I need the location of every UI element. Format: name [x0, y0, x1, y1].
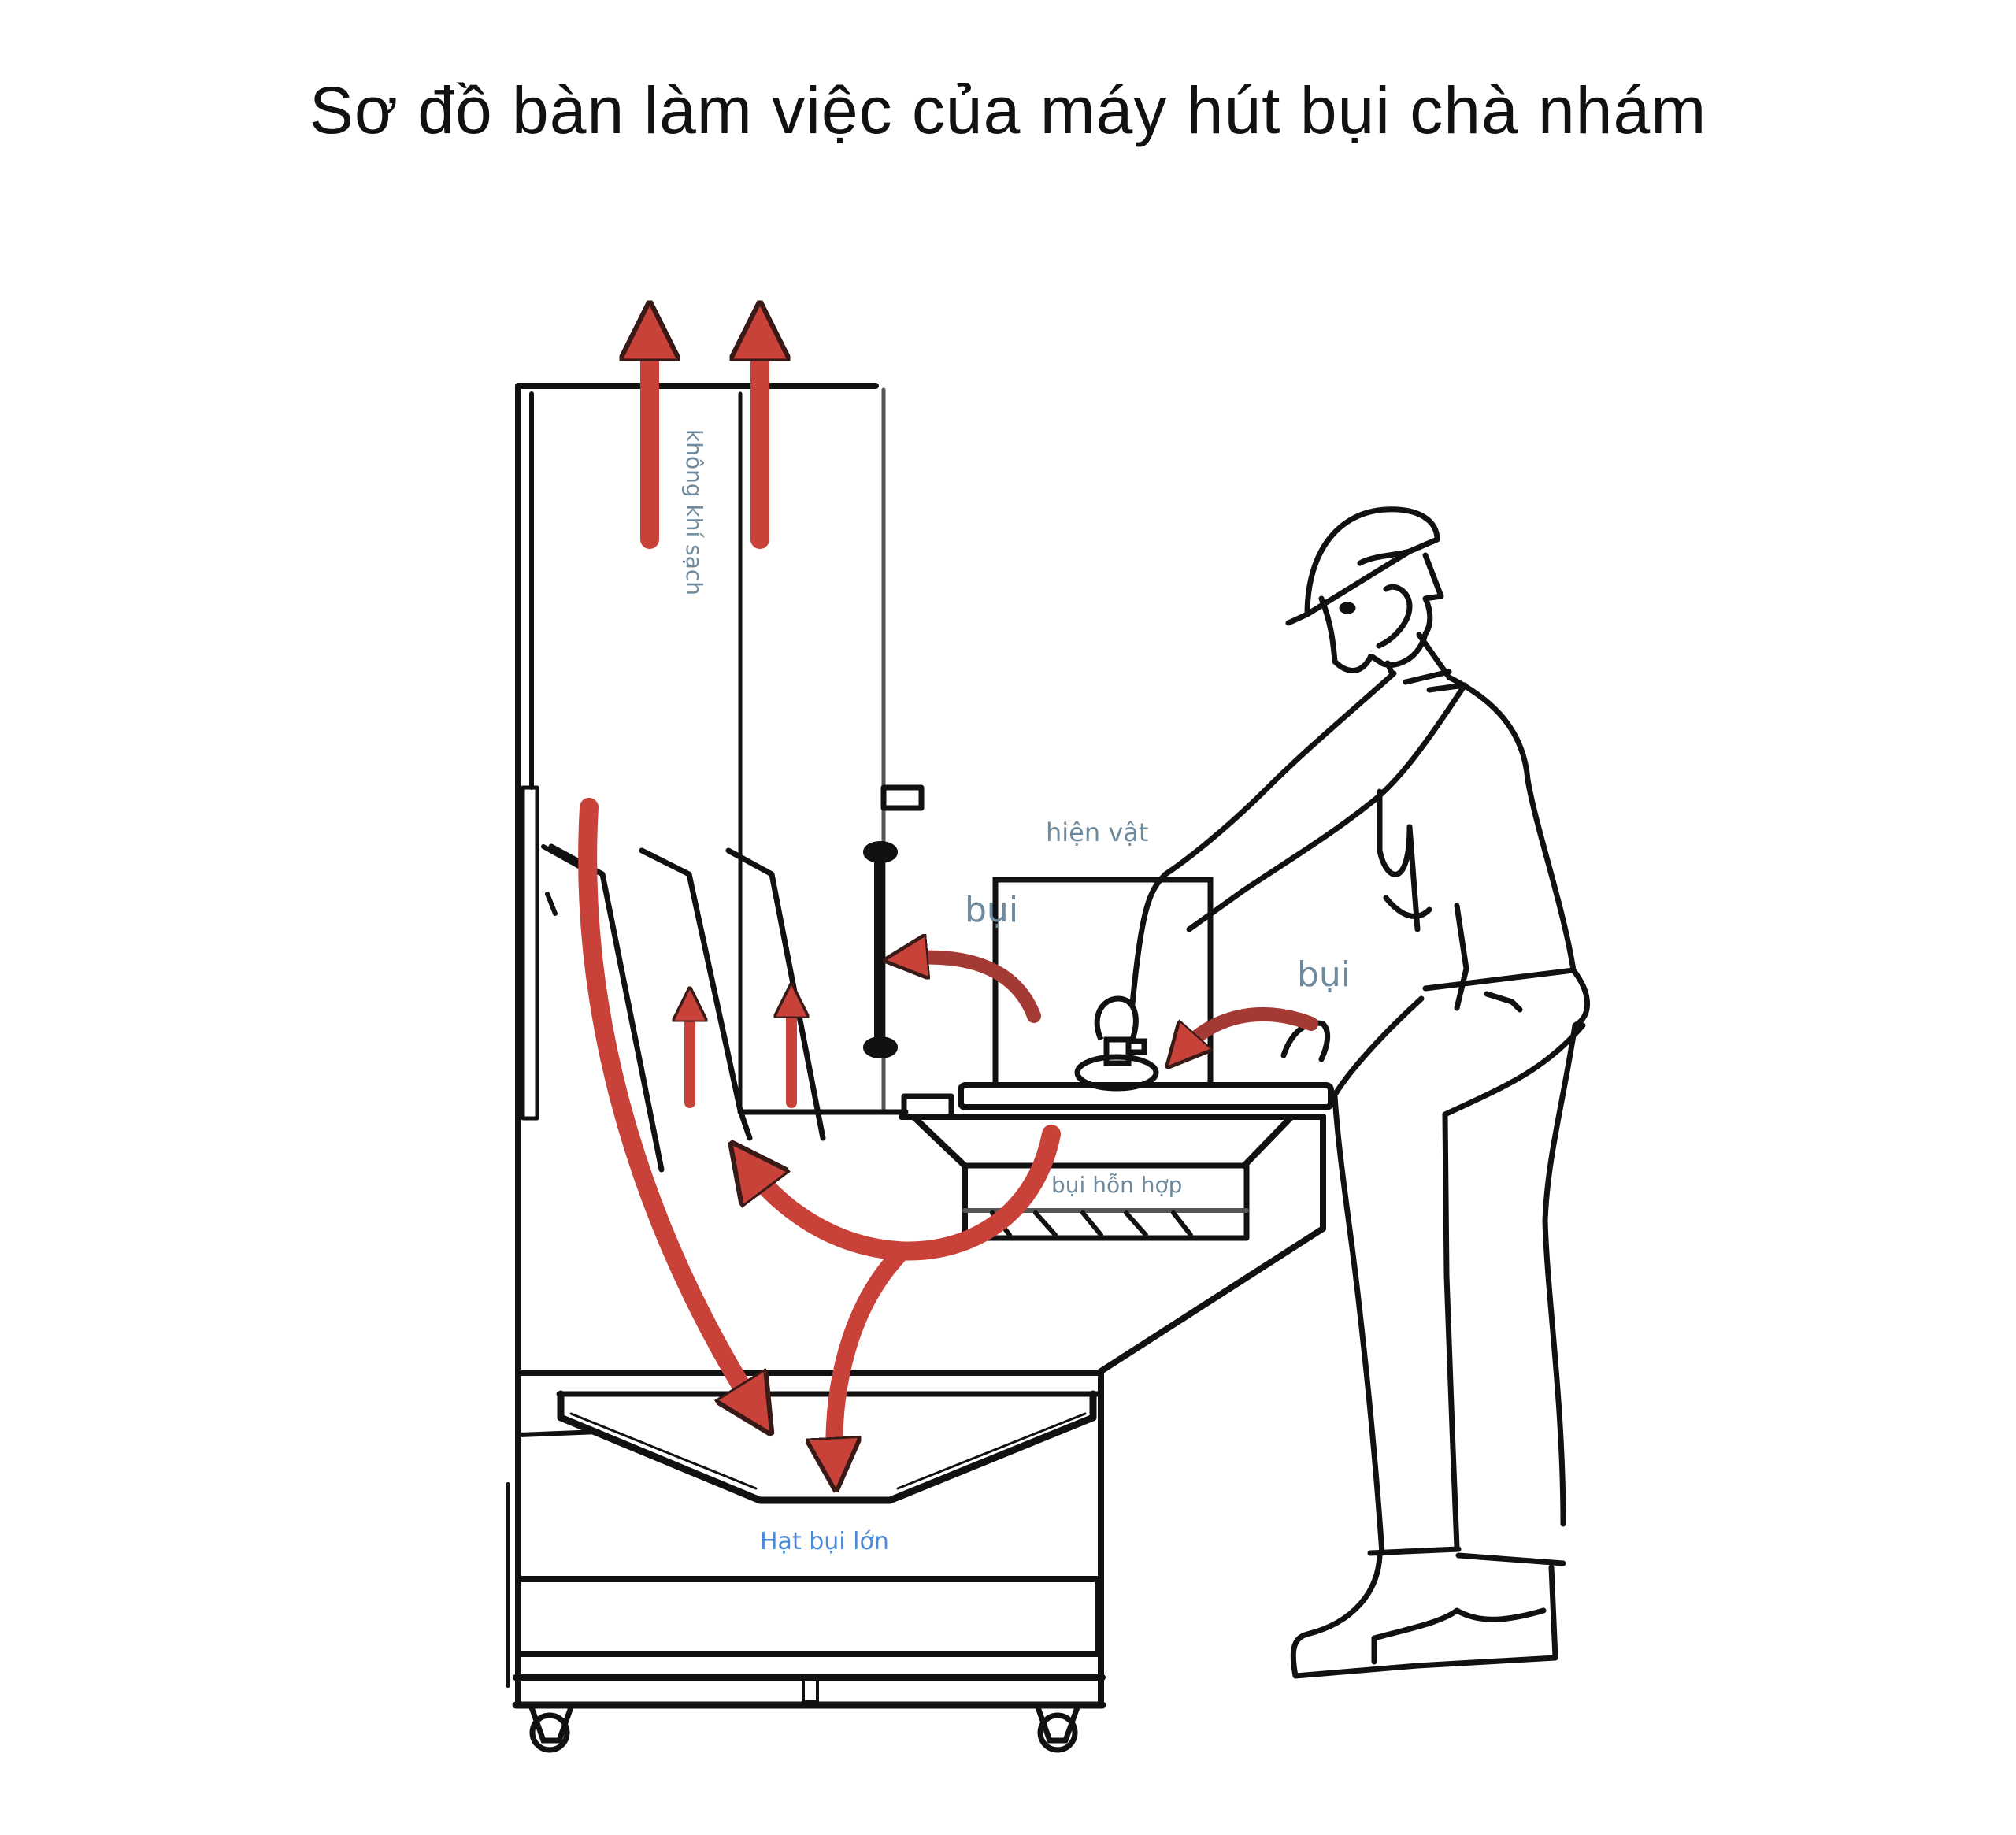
worker-figure — [1129, 506, 1590, 1679]
caster-wheel-right — [1035, 1706, 1080, 1753]
mixed-dust-arrow — [748, 1125, 1061, 1261]
workpiece-box — [992, 877, 1214, 1088]
airflow-arrows — [578, 331, 1318, 1465]
diagram-title: Sơ đồ bàn làm việc của máy hút bụi chà n… — [309, 73, 1707, 147]
label-clean-air: không khí sạch — [681, 429, 707, 596]
dust-suction-arrow-left — [906, 958, 1041, 1023]
machine-upper-housing — [515, 383, 925, 1377]
large-particle-arrow-left — [578, 798, 756, 1410]
label-workpiece: hiện vật — [1046, 817, 1149, 847]
label-mixed-dust: bụi hỗn hợp — [1051, 1172, 1183, 1198]
dust-suction-arrow-right — [1181, 1007, 1318, 1051]
machine-lower-housing — [506, 1370, 1106, 1709]
label-dust-left: bụi — [965, 890, 1019, 930]
large-particle-arrow-center — [834, 1247, 906, 1465]
work-table — [899, 1082, 1334, 1376]
label-large-particles: Hạt bụi lớn — [760, 1528, 889, 1555]
sander-tool — [1074, 995, 1159, 1092]
label-dust-right: bụi — [1297, 955, 1351, 995]
caster-wheel-left — [528, 1706, 574, 1753]
